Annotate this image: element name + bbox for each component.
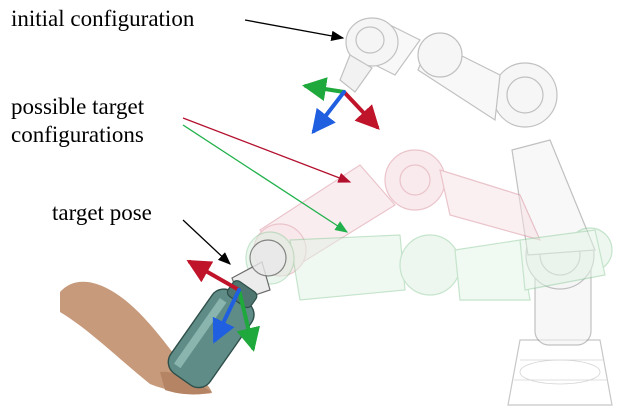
coordinate-frame-initial-icon [306, 86, 377, 131]
pointer-target-red-arrow [183, 118, 350, 182]
hand-bottle-icon [60, 273, 267, 394]
pointer-target-pose-arrow [183, 220, 230, 264]
pointer-initial-arrow [245, 20, 343, 38]
label-initial-configuration: initial configuration [11, 6, 194, 32]
label-possible-target-line1: possible target [11, 94, 144, 120]
label-target-pose: target pose [52, 200, 152, 226]
robot-base-icon [508, 340, 612, 405]
label-possible-target-line2: configurations [11, 122, 144, 148]
pointer-target-green-arrow [183, 125, 347, 232]
